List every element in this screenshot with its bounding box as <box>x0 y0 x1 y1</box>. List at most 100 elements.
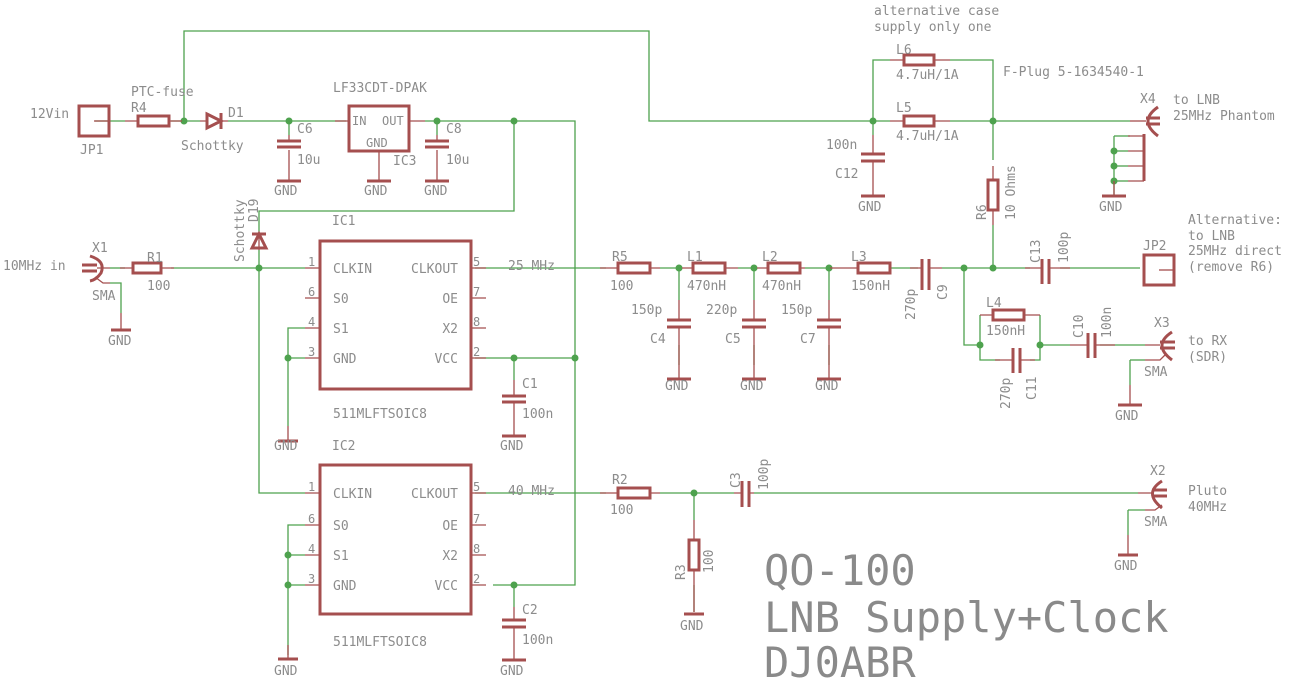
c4-value: 150p <box>631 303 662 318</box>
c9-name: C9 <box>936 284 951 300</box>
c5-capacitor[interactable] <box>742 300 766 381</box>
r2-value: 100 <box>610 503 633 518</box>
c12-capacitor[interactable] <box>861 135 885 198</box>
c1-gnd: GND <box>500 439 524 454</box>
r1-resistor[interactable] <box>120 261 174 275</box>
c6-capacitor[interactable] <box>277 135 301 183</box>
c11-value: 270p <box>999 378 1014 409</box>
d1-name: D1 <box>228 106 244 121</box>
jp2-connector[interactable] <box>1142 253 1176 287</box>
ic2-pin-s0: S0 <box>333 519 349 534</box>
x2-type: SMA <box>1144 515 1168 530</box>
l1-inductor[interactable] <box>682 261 738 275</box>
l3-inductor[interactable] <box>830 261 892 275</box>
c8-capacitor[interactable] <box>425 135 449 183</box>
title-line-3: DJ0ABR <box>764 638 916 687</box>
r1-name: R1 <box>147 251 163 266</box>
x2-label-1: Pluto <box>1188 484 1227 499</box>
x2-sma-connector[interactable] <box>1118 479 1167 557</box>
r2-name: R2 <box>612 473 628 488</box>
r6-value: 10 Ohms <box>1004 165 1019 220</box>
note-alt-2: to LNB <box>1188 229 1235 244</box>
ic2-pin-s1: S1 <box>333 549 349 564</box>
c10-capacitor[interactable] <box>1070 333 1115 358</box>
ic2-pin1-num: 1 <box>308 480 315 494</box>
x1-ground <box>111 313 131 332</box>
ic2-pin7-num: 7 <box>473 512 480 526</box>
wires <box>95 30 1145 655</box>
ic1-pin-vcc: VCC <box>435 352 458 367</box>
r5-value: 100 <box>610 279 633 294</box>
note-alt-case-2: supply only one <box>874 20 992 35</box>
ic2-pin5-num: 5 <box>473 480 480 494</box>
r4-ptc-fuse[interactable] <box>125 114 182 128</box>
x3-sma-connector[interactable] <box>1118 330 1175 407</box>
ic1-pin3-num: 3 <box>308 345 315 359</box>
l2-value: 470nH <box>762 279 801 294</box>
l3-name: L3 <box>851 250 867 265</box>
r2-resistor[interactable] <box>600 486 660 500</box>
title-line-1: QO-100 <box>764 546 916 595</box>
ic2-pin-clkout: CLKOUT <box>411 487 458 502</box>
l5-inductor[interactable] <box>890 114 950 128</box>
title-line-2: LNB Supply+Clock <box>764 593 1169 642</box>
ic2-clock-generator[interactable] <box>305 463 486 616</box>
labels: alternative case supply only one F-Plug … <box>3 4 1282 687</box>
r5-resistor[interactable] <box>600 261 660 275</box>
ic1-pin-s0: S0 <box>333 292 349 307</box>
r3-name: R3 <box>674 564 689 580</box>
c11-capacitor[interactable] <box>995 348 1035 373</box>
ic1-pin5-num: 5 <box>473 255 480 269</box>
ic1-pin6-num: 6 <box>308 285 315 299</box>
c4-name: C4 <box>650 332 666 347</box>
x1-label: 10MHz in <box>3 259 66 274</box>
x1-sma-connector[interactable] <box>82 254 110 284</box>
c1-capacitor[interactable] <box>502 380 526 438</box>
d19-schottky-diode[interactable] <box>249 230 269 250</box>
l5-value: 4.7uH/1A <box>896 129 959 144</box>
ic2-gnd <box>278 645 298 661</box>
c10-name: C10 <box>1072 315 1087 338</box>
c13-capacitor[interactable] <box>1025 259 1070 284</box>
c2-value: 100n <box>522 633 553 648</box>
ic1-pin-x2: X2 <box>442 322 458 337</box>
x3-name: X3 <box>1154 316 1170 331</box>
l2-inductor[interactable] <box>757 261 805 275</box>
ic3-pin-in: IN <box>352 114 366 128</box>
l2-name: L2 <box>762 250 778 265</box>
ic3-regulator[interactable] <box>335 104 425 183</box>
x4-f-plug-connector[interactable] <box>1102 105 1160 198</box>
r6-resistor[interactable] <box>986 166 1000 225</box>
x3-gnd: GND <box>1115 409 1139 424</box>
d1-schottky-diode[interactable] <box>200 111 228 131</box>
ic1-pin-gnd: GND <box>333 352 357 367</box>
c10-value: 100n <box>1100 307 1115 338</box>
l4-inductor[interactable] <box>980 308 1040 322</box>
x2-gnd: GND <box>1114 559 1138 574</box>
c3-capacitor[interactable] <box>734 481 754 507</box>
c4-capacitor[interactable] <box>667 300 691 381</box>
ic1-clock-generator[interactable] <box>305 239 486 391</box>
c5-value: 220p <box>706 303 737 318</box>
jp1-connector[interactable] <box>77 104 111 138</box>
ic1-pin1-num: 1 <box>308 255 315 269</box>
ic1-pin-oe: OE <box>442 292 458 307</box>
ic1-gnd-label: GND <box>274 439 298 454</box>
l6-inductor[interactable] <box>890 53 950 67</box>
x3-label-1: to RX <box>1188 334 1227 349</box>
c8-value: 10u <box>446 153 469 168</box>
x2-name: X2 <box>1150 464 1166 479</box>
ic1-value: 511MLFTSOIC8 <box>333 407 427 422</box>
l3-value: 150nH <box>851 279 890 294</box>
jp1-label: 12Vin <box>30 107 69 122</box>
r3-value: 100 <box>702 550 717 573</box>
r1-value: 100 <box>147 279 170 294</box>
r3-resistor[interactable] <box>684 520 704 616</box>
c6-gnd: GND <box>274 184 298 199</box>
c2-capacitor[interactable] <box>502 607 526 662</box>
ic1-pin4-num: 4 <box>308 315 315 329</box>
c7-capacitor[interactable] <box>817 300 841 381</box>
ic2-pin3-num: 3 <box>308 572 315 586</box>
l4-value: 150nH <box>986 324 1025 339</box>
c9-capacitor[interactable] <box>910 259 942 290</box>
